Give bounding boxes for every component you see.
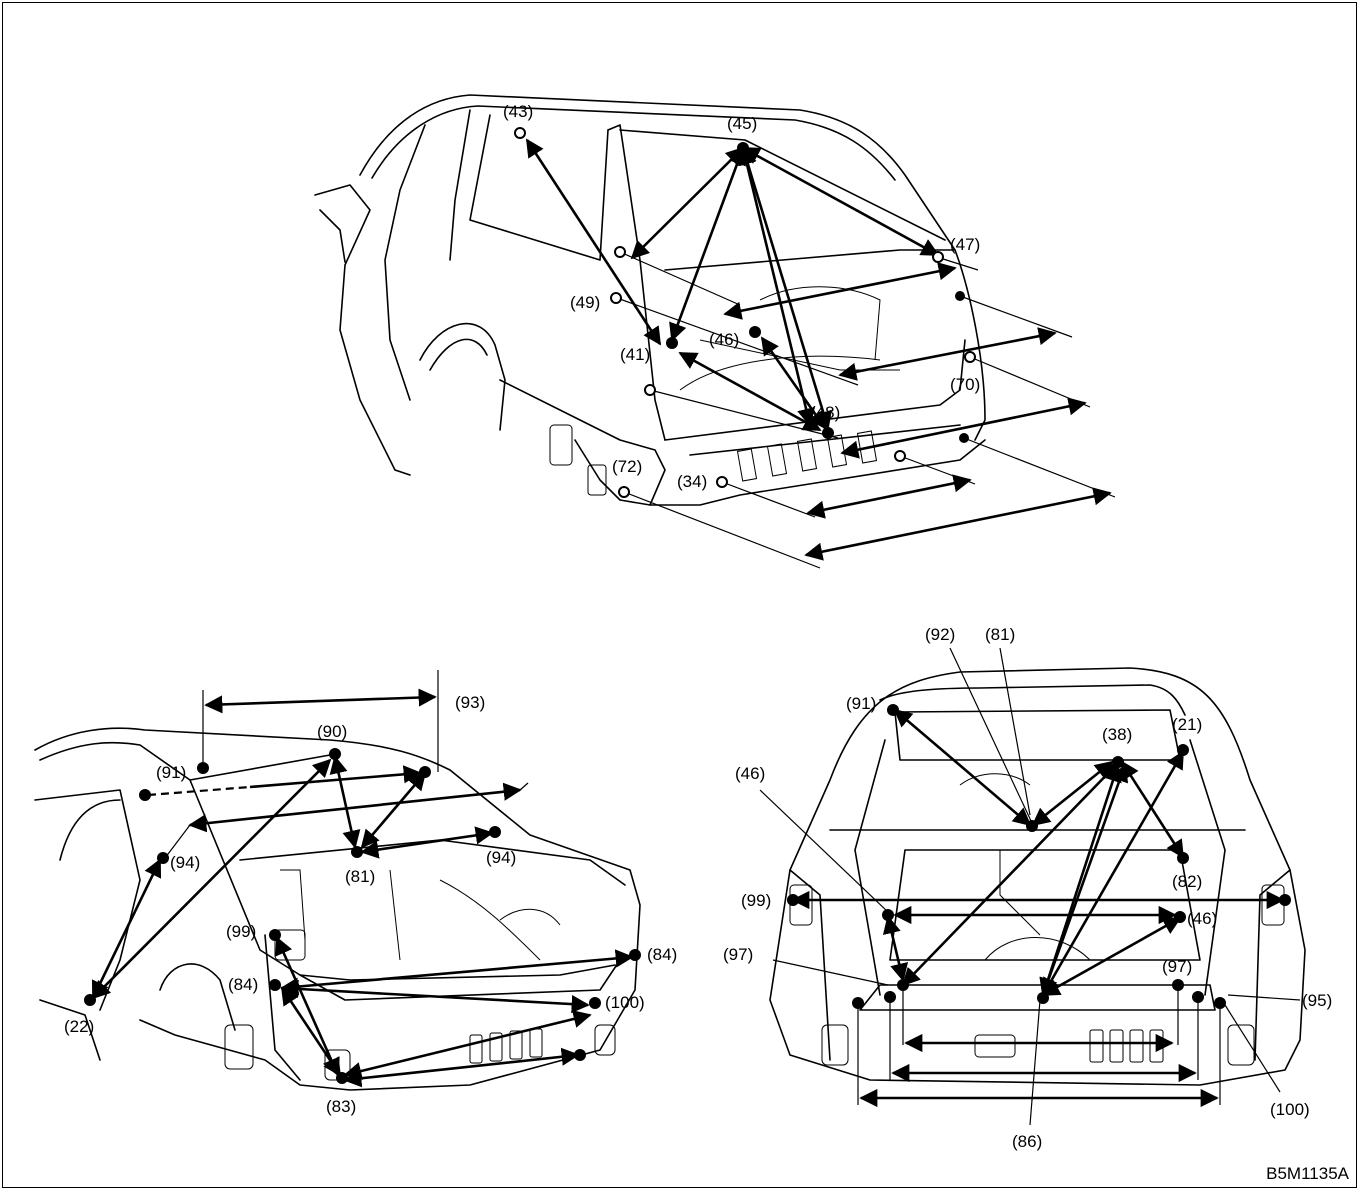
point-41-lower: [644, 384, 656, 396]
wagon-labels: (43) (45) (47) (49) (46) (41) (70) (48) …: [503, 102, 980, 491]
point-43: [514, 127, 526, 139]
point-46-left: [882, 909, 894, 921]
label-94-left: (94): [170, 853, 200, 872]
label-72: (72): [612, 457, 642, 476]
point-22: [84, 994, 96, 1006]
label-92: (92): [925, 625, 955, 644]
label-84-left: (84): [228, 975, 258, 994]
label-41: (41): [620, 345, 650, 364]
label-49: (49): [570, 293, 600, 312]
wagon-points: [514, 127, 976, 498]
label-34: (34): [677, 472, 707, 491]
rear-measurement-lines: [759, 647, 1301, 1126]
label-93: (93): [455, 693, 485, 712]
sedan-labels: (90) (93) (91) (94) (81) (94) (99) (84) …: [64, 693, 677, 1116]
point-48: [822, 427, 834, 439]
point-91-top: [197, 762, 209, 774]
point-70: [964, 351, 976, 363]
point-100-lower: [574, 1049, 586, 1061]
point-46-right: [1174, 911, 1186, 923]
label-97-right: (97): [1162, 957, 1192, 976]
label-48: (48): [810, 403, 840, 422]
point-97-left: [897, 979, 909, 991]
point-81: [351, 846, 363, 858]
point-83: [336, 1072, 348, 1084]
label-82: (82): [1172, 872, 1202, 891]
point-72: [618, 486, 630, 498]
point-94-right: [489, 826, 501, 838]
label-70: (70): [950, 375, 980, 394]
label-99: (99): [226, 922, 256, 941]
label-99: (99): [741, 891, 771, 910]
point-47-lower: [955, 291, 965, 301]
point-97-right: [1172, 979, 1184, 991]
point-100: [589, 997, 601, 1009]
label-91: (91): [156, 763, 186, 782]
label-46: (46): [709, 330, 739, 349]
label-100: (100): [1270, 1100, 1310, 1119]
label-97-left: (97): [723, 945, 753, 964]
point-91: [887, 704, 899, 716]
label-90: (90): [317, 722, 347, 741]
point-97-left-lower: [884, 991, 896, 1003]
label-46-left: (46): [735, 764, 765, 783]
label-81: (81): [985, 625, 1015, 644]
point-90: [329, 748, 341, 760]
sedan-measurement-lines: [91, 670, 634, 1088]
wagon-measurement-lines: [525, 138, 1116, 569]
label-47: (47): [950, 235, 980, 254]
point-99-right: [1279, 894, 1291, 906]
rear-points: [787, 704, 1291, 1009]
label-86: (86): [1012, 1132, 1042, 1151]
point-100-right: [1214, 997, 1226, 1009]
label-100: (100): [605, 993, 645, 1012]
point-91: [139, 789, 151, 801]
point-rear-right: [959, 433, 969, 443]
sedan-body-drawing: [34, 727, 641, 1091]
point-99: [269, 929, 281, 941]
point-95: [1192, 991, 1204, 1003]
point-84-right: [629, 949, 641, 961]
point-84-left: [269, 979, 281, 991]
label-84-right: (84): [647, 945, 677, 964]
point-94-left: [157, 852, 169, 864]
point-86: [1037, 992, 1049, 1004]
label-38: (38): [1102, 725, 1132, 744]
point-49: [610, 292, 622, 304]
point-34-right: [894, 450, 906, 462]
point-82: [1177, 852, 1189, 864]
label-95: (95): [1302, 991, 1332, 1010]
label-81: (81): [345, 867, 375, 886]
label-45: (45): [727, 114, 757, 133]
label-46-right: (46): [1187, 909, 1217, 928]
point-34: [716, 476, 728, 488]
label-22: (22): [64, 1017, 94, 1036]
point-41: [666, 337, 678, 349]
point-45: [737, 142, 749, 154]
label-94-right: (94): [486, 848, 516, 867]
point-49-upper: [614, 246, 626, 258]
point-38: [1112, 756, 1124, 768]
label-91: (91): [846, 694, 876, 713]
label-83: (83): [326, 1097, 356, 1116]
point-21: [1177, 744, 1189, 756]
point-93: [419, 766, 431, 778]
label-43: (43): [503, 102, 533, 121]
sedan-points: [84, 748, 641, 1084]
point-46: [749, 326, 761, 338]
point-81-92: [1026, 820, 1038, 832]
rear-labels: (92) (81) (91) (38) (21) (46) (82) (99) …: [723, 625, 1332, 1151]
point-47: [932, 251, 944, 263]
figure-id: B5M1135A: [1266, 1164, 1349, 1183]
label-21: (21): [1172, 715, 1202, 734]
point-100-left: [852, 997, 864, 1009]
point-99-left: [787, 894, 799, 906]
